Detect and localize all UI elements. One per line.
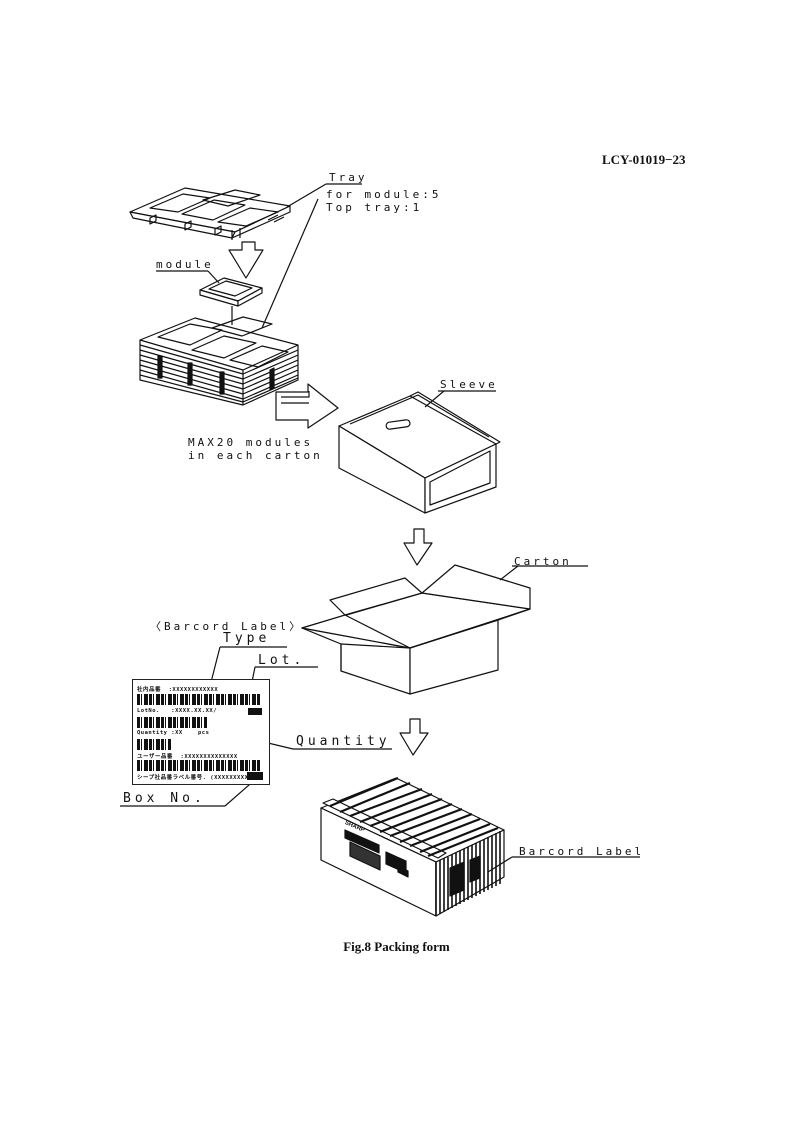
barcode-row-quantity: Quantity :XX pcs [137, 730, 210, 736]
lot-label: Lot. [258, 653, 306, 668]
type-label: Type [223, 631, 271, 646]
barcord-label-text: Barcord Label [519, 845, 645, 858]
sleeve-illustration [338, 391, 501, 514]
document-id: LCY-01019−23 [602, 152, 686, 167]
barcode-row-part-number: 社内品番 :XXXXXXXXXXXX [137, 687, 219, 693]
top-tray-illustration [129, 187, 291, 239]
quantity-label: Quantity [296, 734, 391, 749]
barcode-row-user-part: ユーザー品番 :XXXXXXXXXXXXXX [137, 754, 238, 760]
sleeve-label: Sleeve [440, 378, 498, 391]
tray-label: Tray [329, 171, 368, 184]
barcode-bars [137, 739, 171, 750]
box-no-label: Box No. [123, 791, 206, 806]
carton-label: Carton [514, 555, 572, 568]
max-modules-line2: in each carton [188, 449, 323, 462]
tray-for-module-label: for module:5 [326, 188, 442, 201]
barcode-bars [137, 717, 207, 728]
barcode-chip [248, 708, 262, 715]
barcode-bars [137, 760, 261, 771]
barcode-label-card: 社内品番 :XXXXXXXXXXXX LotNo. :XXXX.XX.XX/ Q… [132, 679, 270, 785]
barcode-row-lot: LotNo. :XXXX.XX.XX/ [137, 708, 218, 714]
barcode-label-heading: 〈Barcord Label〉 [150, 620, 304, 633]
max-modules-line1: MAX20 modules [188, 436, 314, 449]
module-label: module [156, 258, 214, 271]
figure-caption: Fig.8 Packing form [343, 939, 450, 954]
closed-box-illustration [320, 776, 505, 917]
barcode-bars [137, 694, 261, 705]
barcode-row-label-number: シープ社品番ラベル番号. (XXXXXXXXXXXX) [137, 775, 264, 781]
box-number-chip [247, 772, 263, 780]
module-illustration [199, 277, 263, 307]
tray-top-label: Top tray:1 [326, 201, 423, 214]
stacked-trays-illustration [139, 316, 299, 406]
carton-illustration [301, 564, 531, 695]
